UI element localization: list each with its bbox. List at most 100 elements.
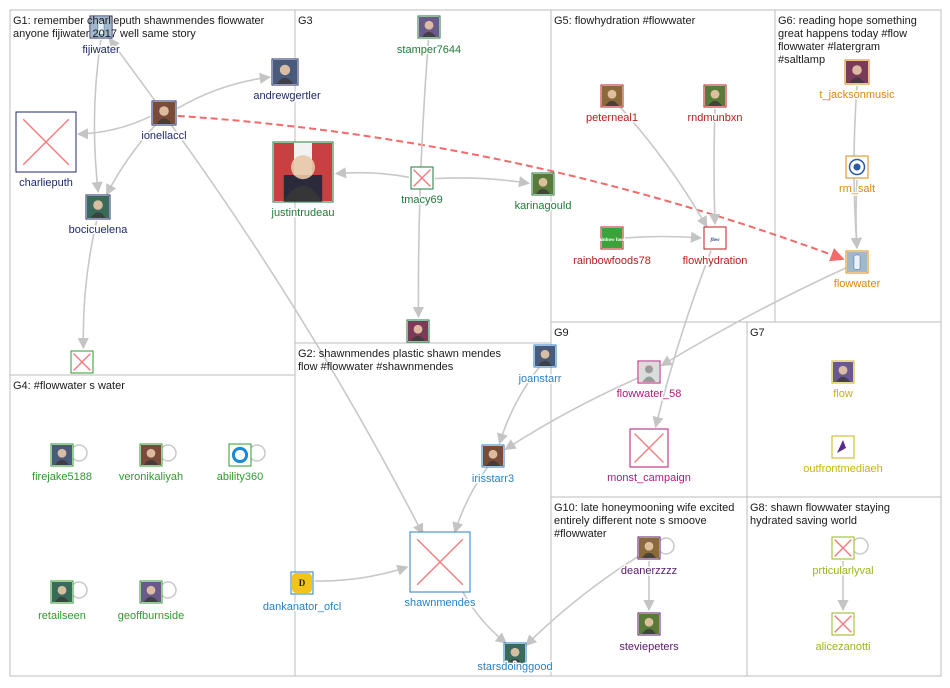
node-label-irisstarr3: irisstarr3 xyxy=(472,473,514,485)
portrait-avatar xyxy=(531,172,555,196)
node-bocicuelena[interactable]: bocicuelena xyxy=(67,194,130,238)
node-flowwater[interactable]: flowwater xyxy=(832,250,882,292)
node-label-veronikaliyah: veronikaliyah xyxy=(119,471,183,483)
portrait-avatar xyxy=(637,536,661,560)
missing-image-icon xyxy=(410,166,434,190)
default-user-icon xyxy=(637,360,661,384)
logo-avatar xyxy=(228,443,252,467)
nodes: fijiwater andrewgertler ionellaccl charliep… xyxy=(15,15,897,675)
node-label-flowhydration: flowhydration xyxy=(683,255,748,267)
edge-ionellaccl-to-shawnmendes xyxy=(170,124,424,535)
logo-avatar: flow xyxy=(703,226,727,250)
node-g3-bottom-node[interactable] xyxy=(406,319,430,343)
portrait-avatar xyxy=(703,84,727,108)
node-alicezanotti[interactable]: alicezanotti xyxy=(814,612,872,655)
portrait-avatar xyxy=(637,612,661,636)
node-andrewgertler[interactable]: andrewgertler xyxy=(252,58,322,104)
node-label-deanerzzzz: deanerzzzz xyxy=(621,565,677,577)
node-t_jacksonmusic[interactable]: t_jacksonmusic xyxy=(818,59,897,103)
node-karinagould[interactable]: karinagould xyxy=(513,172,573,214)
edge-deanerzzzz-to-starsdoinggood xyxy=(525,555,640,647)
node-label-flowwater: flowwater xyxy=(834,278,881,290)
group-box-g2 xyxy=(294,342,552,677)
node-joanstarr[interactable]: joanstarr xyxy=(516,344,563,387)
node-veronikaliyah[interactable]: veronikaliyah xyxy=(117,443,185,485)
node-outfrontmediaeh[interactable]: outfrontmediaeh xyxy=(802,435,884,477)
portrait-avatar xyxy=(844,59,870,85)
edge-tmacy69-to-karinagould xyxy=(434,176,531,188)
node-rm_salt[interactable]: rm_salt xyxy=(837,155,877,197)
missing-image-icon xyxy=(70,350,94,374)
group-box-g5 xyxy=(550,9,776,323)
node-label-joanstarr: joanstarr xyxy=(518,373,562,385)
node-irisstarr3[interactable]: irisstarr3 xyxy=(470,444,516,487)
node-ionellaccl[interactable]: ionellaccl xyxy=(140,100,188,144)
node-prticularlyval[interactable]: prticularlyval xyxy=(811,536,875,579)
node-label-geoffburnside: geoffburnside xyxy=(118,610,184,622)
missing-image-icon xyxy=(831,612,855,636)
water-bottle-avatar xyxy=(89,15,113,39)
edge-ionellaccl-to-fijiwater xyxy=(108,37,157,103)
node-retailseen[interactable]: retailseen xyxy=(37,580,88,624)
node-flowhydration[interactable]: flow flowhydration xyxy=(681,226,749,269)
node-label-dankanator_ofcl: dankanator_ofcl xyxy=(263,601,341,613)
node-geoffburnside[interactable]: geoffburnside xyxy=(116,580,186,624)
node-flowwater_58[interactable]: flowwater_58 xyxy=(615,360,683,402)
node-label-steviepeters: steviepeters xyxy=(619,641,679,653)
node-fijiwater[interactable]: fijiwater xyxy=(81,15,121,58)
node-label-karinagould: karinagould xyxy=(515,200,572,212)
portrait-avatar xyxy=(481,444,505,468)
node-label-shawnmendes: shawnmendes xyxy=(405,597,476,609)
node-rndmunbxn[interactable]: rndmunbxn xyxy=(686,84,744,126)
missing-image-icon xyxy=(831,536,855,560)
edge-ionellaccl-to-andrewgertler xyxy=(176,72,271,110)
node-shawnmendes[interactable]: shawnmendes xyxy=(403,531,477,611)
portrait-avatar xyxy=(406,319,430,343)
group-title-g7: G7 xyxy=(750,327,765,339)
portrait-avatar xyxy=(139,443,163,467)
node-label-starsdoinggood: starsdoinggood xyxy=(477,661,552,673)
node-label-bocicuelena: bocicuelena xyxy=(69,224,129,236)
edge-peterneal1-to-flowhydration xyxy=(619,105,708,228)
edge-fijiwater-to-bocicuelena xyxy=(91,39,103,194)
node-label-rndmunbxn: rndmunbxn xyxy=(687,112,742,124)
edge-rndmunbxn-to-flowhydration xyxy=(709,108,721,226)
group-title-g1: G1: remember charlieputh shawnmendes flo… xyxy=(13,15,265,40)
node-tmacy69[interactable]: tmacy69 xyxy=(400,166,444,208)
edge-flowhydration-to-monst_campaign xyxy=(652,250,712,429)
group-titles: G1: remember charlieputh shawnmendes flo… xyxy=(13,15,917,540)
node-flow[interactable]: flow xyxy=(831,360,855,402)
node-starsdoinggood[interactable]: starsdoinggood xyxy=(476,642,554,675)
portrait-avatar xyxy=(50,580,74,604)
node-ability360[interactable]: ability360 xyxy=(215,443,266,485)
node-charlieputh[interactable]: charlieputh xyxy=(15,111,77,191)
node-monst_campaign[interactable]: monst_campaign xyxy=(606,428,692,486)
logo-text: rainbow foods xyxy=(597,238,627,243)
water-bottle-avatar xyxy=(845,250,869,274)
node-label-ability360: ability360 xyxy=(217,471,263,483)
portrait-avatar xyxy=(503,642,527,666)
node-justintrudeau[interactable]: justintrudeau xyxy=(269,141,336,221)
node-label-charlieputh: charlieputh xyxy=(19,177,73,189)
node-firejake5188[interactable]: firejake5188 xyxy=(31,443,93,485)
node-g4-top-node[interactable] xyxy=(70,350,94,374)
group-title-g5: G5: flowhydration #flowwater xyxy=(554,15,696,27)
node-steviepeters[interactable]: steviepeters xyxy=(618,612,681,655)
edge-tmacy69-to-justintrudeau xyxy=(334,167,410,179)
node-label-rm_salt: rm_salt xyxy=(839,183,875,195)
missing-image-icon xyxy=(409,531,471,593)
node-peterneal1[interactable]: peterneal1 xyxy=(585,84,640,126)
node-label-monst_campaign: monst_campaign xyxy=(607,472,691,484)
node-deanerzzzz[interactable]: deanerzzzz xyxy=(619,536,679,579)
node-label-peterneal1: peterneal1 xyxy=(586,112,638,124)
node-label-flow: flow xyxy=(833,388,853,400)
node-stamper7644[interactable]: stamper7644 xyxy=(395,15,463,58)
node-label-andrewgertler: andrewgertler xyxy=(253,90,321,102)
node-label-retailseen: retailseen xyxy=(38,610,86,622)
edge-bocicuelena-to-g4-top-node xyxy=(77,220,98,350)
edge-ionellaccl-to-charlieputh xyxy=(76,115,151,140)
